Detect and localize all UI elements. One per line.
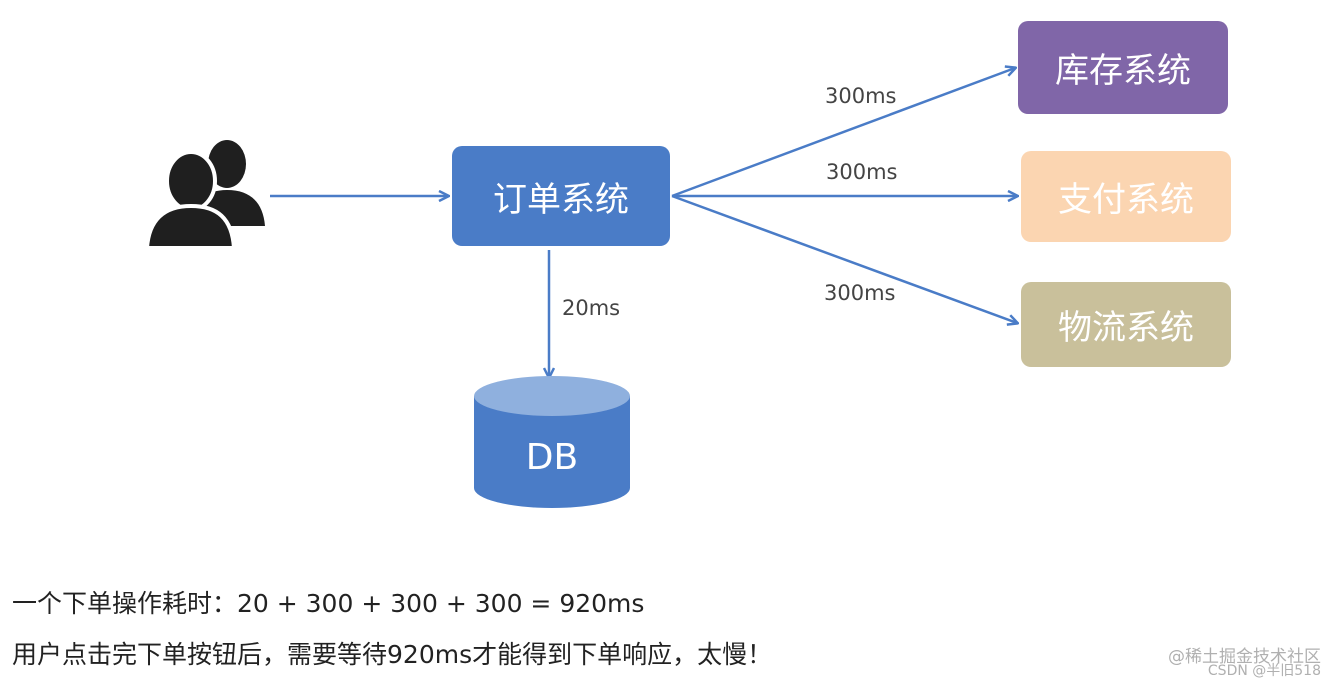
watermark-csdn: CSDN @半旧518 [1207,663,1321,679]
edge-label-payment: 300ms [826,160,898,184]
arrow-order-to-stock [671,68,1015,198]
logistics-system-label: 物流系统 [1058,308,1194,348]
order-system-label: 订单系统 [493,179,629,220]
edge-label-db: 20ms [562,296,621,320]
payment-system-label: 支付系统 [1058,180,1194,220]
users-icon [144,140,265,250]
db-cylinder-icon [474,376,630,508]
stock-system-node: 库存系统 [1018,21,1228,114]
arrow-order-to-logistics [671,194,1017,323]
logistics-system-node: 物流系统 [1021,282,1231,367]
watermark-juejin: @稀土掘金技术社区 [1168,647,1321,667]
edge-label-stock: 300ms [825,84,897,108]
edge-label-logistics: 300ms [824,281,896,305]
conclusion-note: 用户点击完下单按钮后，需要等待920ms才能得到下单响应，太慢！ [12,640,773,669]
db-label: DB [525,436,579,478]
payment-system-node: 支付系统 [1021,151,1231,242]
stock-system-label: 库存系统 [1055,51,1191,91]
latency-note: 一个下单操作耗时：20 + 300 + 300 + 300 = 920ms [12,589,645,618]
order-system-node: 订单系统 [452,146,670,246]
